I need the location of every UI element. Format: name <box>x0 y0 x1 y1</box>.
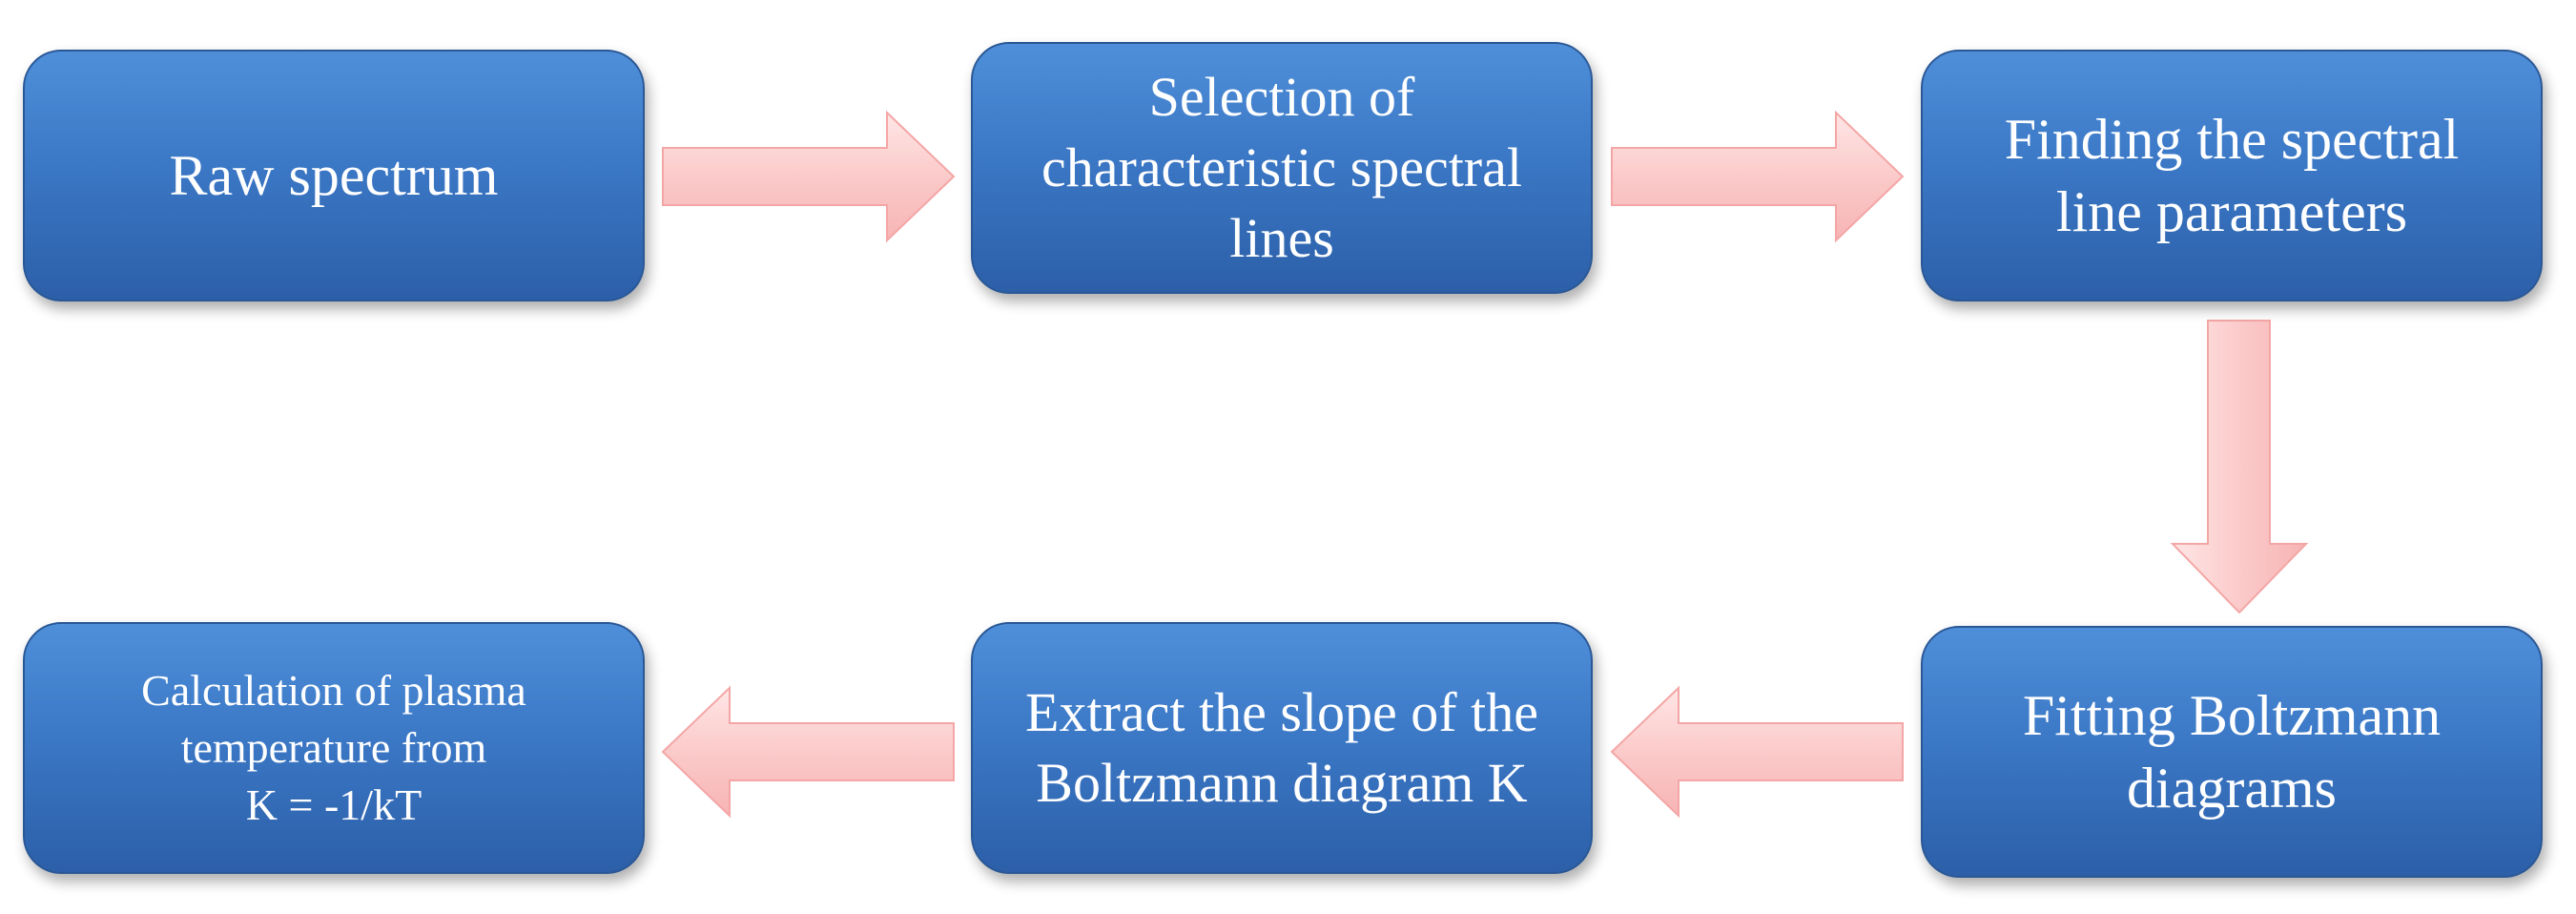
node-finding-line-parameters-label: Finding the spectral line parameters <box>2004 108 2460 243</box>
arrow-left-1 <box>1610 685 1904 819</box>
node-calculation-temperature: Calculation of plasma temperature from K… <box>23 622 645 874</box>
node-fitting-boltzmann-label: Fitting Boltzmann diagrams <box>2022 684 2442 820</box>
node-raw-spectrum: Raw spectrum <box>23 50 645 301</box>
arrow-right-2 <box>1611 110 1905 243</box>
node-selection-of-lines-label: Selection of characteristic spectral lin… <box>1041 66 1522 269</box>
arrow-right-1 <box>662 110 956 243</box>
node-selection-of-lines: Selection of characteristic spectral lin… <box>971 42 1593 294</box>
arrow-down <box>2170 320 2309 614</box>
node-calculation-temperature-label: Calculation of plasma temperature from K… <box>141 666 526 829</box>
arrow-left-2 <box>661 685 955 819</box>
node-raw-spectrum-label: Raw spectrum <box>169 144 499 207</box>
node-extract-slope: Extract the slope of the Boltzmann diagr… <box>971 622 1593 874</box>
node-fitting-boltzmann: Fitting Boltzmann diagrams <box>1921 626 2543 878</box>
node-extract-slope-label: Extract the slope of the Boltzmann diagr… <box>1025 681 1538 814</box>
node-finding-line-parameters: Finding the spectral line parameters <box>1921 50 2543 301</box>
